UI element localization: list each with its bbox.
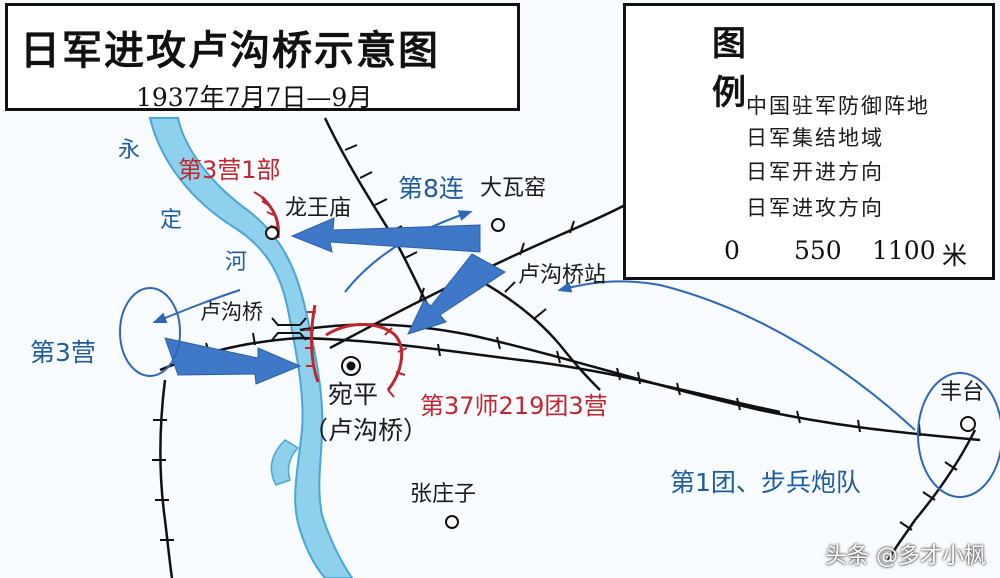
assembly-area-battalion3 <box>119 287 181 377</box>
map-title: 日军进攻卢沟桥示意图 <box>20 28 440 74</box>
scale-tick-1100: 1100 <box>872 236 936 265</box>
label-division37: 第37师219团3营 <box>420 392 608 420</box>
label-station: 卢沟桥站 <box>518 263 607 288</box>
railway-north-dawayao <box>329 203 626 350</box>
attack-arrow-wanping <box>164 337 302 385</box>
lugou-bridge <box>271 317 307 341</box>
approach-arrow-company8 <box>344 210 473 293</box>
assembly-area-fengtai <box>917 372 1000 498</box>
railway-station-curve <box>459 268 601 391</box>
label-fengtai: 丰台 <box>940 380 985 405</box>
fengtai-marker <box>960 416 976 432</box>
railway-fengtai <box>886 429 977 561</box>
scale-tick-550: 550 <box>794 236 842 265</box>
attack-arrow-station <box>407 253 506 335</box>
railway-main-east <box>299 323 981 442</box>
label-wanping-lugou: （卢沟桥） <box>303 416 429 445</box>
yongding-river <box>148 117 354 578</box>
attack-arrow-longwang <box>290 217 481 253</box>
approach-arrow-fengtai <box>557 280 916 431</box>
label-dawayao: 大瓦窑 <box>480 176 547 201</box>
label-longwang: 龙王庙 <box>285 196 352 221</box>
river-label-he: 河 <box>225 250 248 275</box>
label-wanping: 宛平 <box>328 380 379 409</box>
label-zhangzhuang: 张庄子 <box>410 482 477 507</box>
japanese-attack-arrows <box>164 217 506 385</box>
approach-arrow-battalion3 <box>152 289 241 324</box>
town-markers <box>265 218 976 529</box>
dawayao-marker <box>491 218 505 232</box>
label-lugou-bridge: 卢沟桥 <box>200 300 263 324</box>
legend-label-approach: 日军开进方向 <box>746 160 884 184</box>
label-company8: 第8连 <box>398 174 464 203</box>
label-regiment1: 第1团、步兵炮队 <box>670 468 861 497</box>
legend-label-assembly: 日军集结地域 <box>746 126 884 150</box>
title-box: 日军进攻卢沟桥示意图 1937年7月7日—9月 <box>5 3 520 112</box>
label-battalion3-part1: 第3营1部 <box>178 156 281 184</box>
label-battalion3: 第3营 <box>30 338 96 367</box>
legend-label-attack: 日军进攻方向 <box>746 196 884 220</box>
legend-title: 图 例 <box>712 24 900 113</box>
longwang-marker <box>265 226 279 240</box>
map-subtitle: 1937年7月7日—9月 <box>136 83 373 112</box>
river-label-ding: 定 <box>160 208 183 233</box>
legend-box: 图 例 中国驻军防御阵地 日军集结地域 日军开进方向 日军进攻方向 0 550 … <box>623 3 995 280</box>
railway-south <box>159 379 174 578</box>
scale-tick-0: 0 <box>724 236 740 265</box>
legend-label-defense: 中国驻军防御阵地 <box>746 94 930 118</box>
river-label-yong: 永 <box>118 138 141 163</box>
watermark: 头条 @多才小枫 <box>825 544 986 569</box>
zhangzhuang-marker <box>445 515 459 529</box>
scale-unit: 米 <box>942 241 968 270</box>
